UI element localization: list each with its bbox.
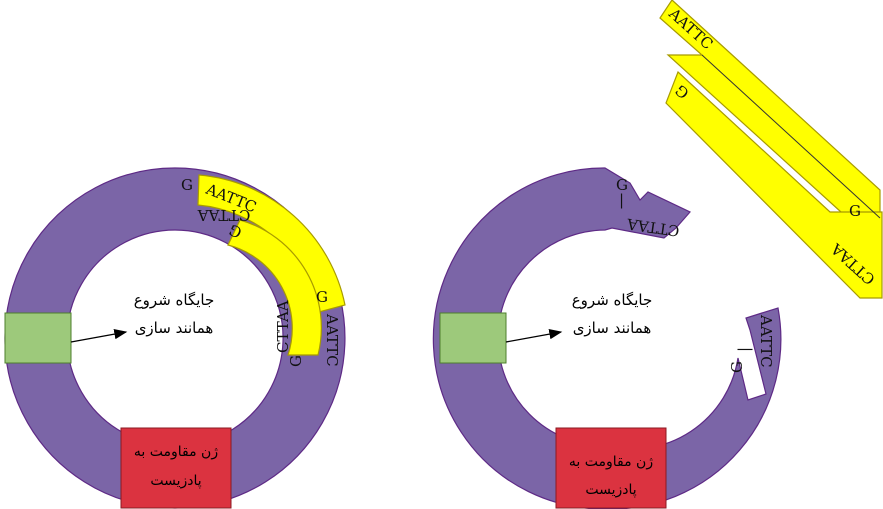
left-origin-arrow bbox=[70, 328, 128, 343]
fragment-strand-divider bbox=[701, 54, 881, 219]
left-resistance-label-line1: ژن مقاومت به bbox=[134, 444, 218, 460]
right-bottom-bond-text: | bbox=[735, 347, 753, 352]
fragment-upper-strand bbox=[659, 0, 881, 223]
right-resistance-label-line1: ژن مقاومت به bbox=[569, 454, 653, 470]
left-origin-label-line1: جایگاه شروع bbox=[134, 291, 215, 309]
right-origin-label-line1: جایگاه شروع bbox=[572, 291, 653, 309]
left-inner-g-text: G bbox=[287, 355, 305, 367]
left-resistance-label-line2: پادزیست bbox=[150, 473, 201, 489]
fragment-lower-strand bbox=[665, 70, 883, 299]
right-origin-arrow bbox=[505, 328, 563, 343]
right-bottom-aattc-text: AATTC bbox=[757, 314, 775, 368]
right-resistance-label-line2: پادزیست bbox=[585, 482, 636, 498]
left-top-cttaa-text: CTTAA bbox=[198, 206, 251, 224]
left-plasmid: G AATTC CTTAA G G AATTC CTTAA G جایگاه ش… bbox=[4, 167, 346, 509]
left-right-g-text: G bbox=[316, 288, 328, 306]
left-origin-label-line2: همانند سازی bbox=[135, 319, 214, 337]
right-bottom-g-text: G bbox=[728, 361, 746, 373]
right-top-g-text: G bbox=[616, 176, 628, 194]
left-right-aattc-text: AATTC bbox=[323, 313, 341, 367]
right-origin-label-line2: همانند سازی bbox=[573, 319, 652, 337]
fragment-bottom-g-text: G bbox=[849, 202, 861, 220]
left-top-g-text: G bbox=[181, 176, 193, 194]
left-resistance-box bbox=[120, 427, 232, 509]
right-top-bond-text: | bbox=[619, 191, 624, 209]
left-inner-cttaa-text: CTTAA bbox=[274, 300, 292, 353]
left-origin-box bbox=[4, 312, 72, 364]
left-insert-inner-band bbox=[227, 219, 322, 356]
right-plasmid: G | CTTAA AATTC | G جایگاه شروع همانند س… bbox=[432, 167, 782, 509]
dna-fragment: AATTC G G CTTAA bbox=[659, 0, 883, 299]
right-origin-box bbox=[439, 312, 507, 364]
right-resistance-box bbox=[555, 427, 667, 509]
